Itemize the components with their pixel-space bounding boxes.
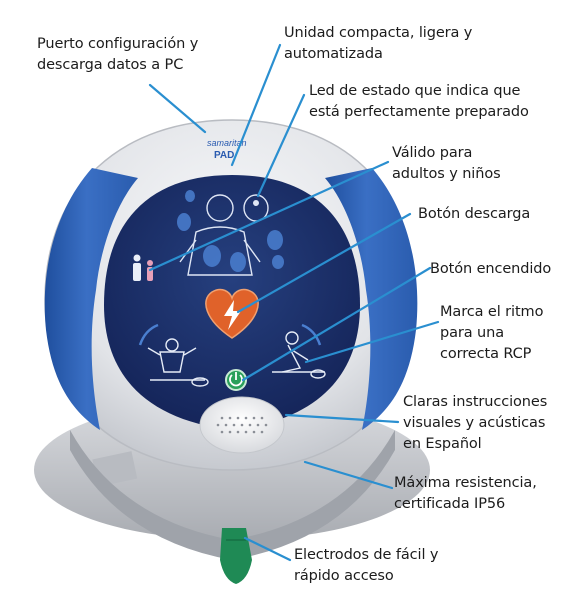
leader-cpr-rhythm: [304, 320, 440, 364]
callout-electrodes: Electrodos de fácil y rápido acceso: [294, 547, 439, 584]
callout-resistance: Máxima resistencia, certificada IP56: [394, 475, 537, 512]
leader-status-led: [256, 93, 306, 198]
right-blue-band: [325, 168, 418, 430]
shock-button[interactable]: [205, 288, 259, 339]
rescuer-pictogram: [147, 338, 209, 387]
cpr-pictogram: [272, 331, 326, 379]
brand-logo: samaritan PAD: [207, 138, 247, 161]
brand-model: PAD: [214, 150, 234, 161]
pad-placement-pictogram: [179, 194, 261, 276]
pads-icon: [177, 190, 284, 272]
leader-electrodes: [243, 536, 292, 562]
leader-compact-unit: [230, 43, 282, 167]
callout-status-led: Led de estado que indica que está perfec…: [309, 83, 529, 120]
leader-power-button: [241, 266, 432, 382]
leader-config-port: [148, 83, 207, 134]
leader-resistance: [303, 460, 394, 490]
leader-adults-children: [148, 160, 390, 272]
leader-lines: [148, 43, 440, 562]
callout-instructions: Claras instrucciones visuales y acústica…: [403, 394, 548, 452]
callout-cpr-rhythm: Marca el ritmo para una correcta RCP: [440, 304, 544, 362]
direction-arrows: [138, 323, 322, 346]
callout-compact-unit: Unidad compacta, ligera y automatizada: [284, 25, 473, 62]
callout-shock-button: Botón descarga: [418, 206, 531, 222]
power-icon: [229, 374, 243, 387]
speaker-grille: [199, 396, 285, 454]
leader-shock-button: [236, 212, 412, 314]
callout-adults-children: Válido para adultos y niños: [392, 145, 501, 182]
callout-config-port: Puerto configuración y descarga datos a …: [37, 36, 199, 73]
lightning-icon: [224, 300, 241, 330]
leader-instructions: [284, 413, 400, 424]
adult-child-icon: [133, 254, 153, 281]
brand-name: samaritan: [207, 138, 247, 148]
left-blue-band: [44, 168, 138, 430]
electrode-tab[interactable]: [220, 528, 252, 584]
callout-power-button: Botón encendido: [430, 261, 552, 277]
power-button[interactable]: [225, 369, 247, 391]
